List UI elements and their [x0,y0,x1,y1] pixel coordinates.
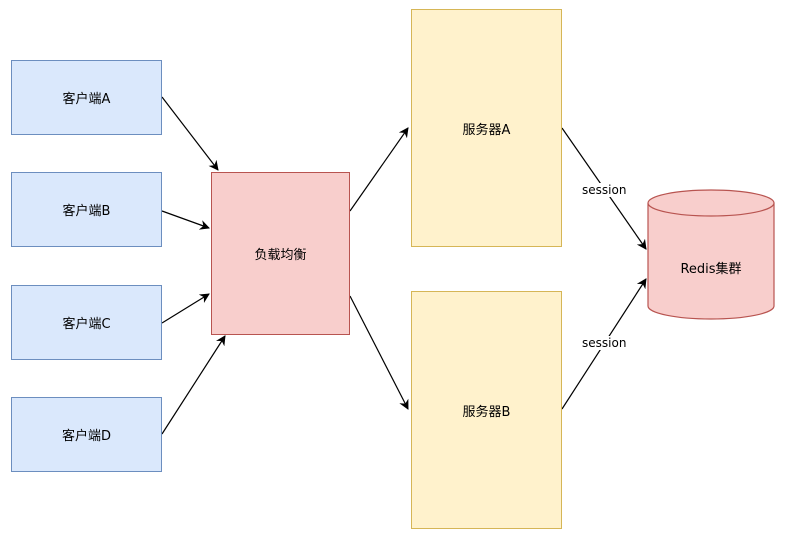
client-a-label: 客户端A [62,92,111,107]
client-d-label: 客户端D [61,429,111,444]
redis-cluster-label: Redis集群 [680,262,742,277]
redis-cylinder [647,189,775,320]
client-d-node[interactable]: 客户端D [11,397,162,472]
session-label-b: session [581,336,628,350]
edge-client-b-to-lb [161,210,210,230]
client-b-label: 客户端B [62,204,111,219]
client-c-node[interactable]: 客户端C [11,285,162,360]
client-a-node[interactable]: 客户端A [11,60,162,135]
edge-client-a-to-lb [161,96,219,171]
server-b-node[interactable]: 服务器B [411,291,562,529]
client-b-node[interactable]: 客户端B [11,172,162,247]
edge-client-d-to-lb [161,335,226,435]
edge-client-c-to-lb [161,293,210,324]
server-b-label: 服务器B [462,404,511,420]
server-a-label: 服务器A [462,122,511,138]
session-label-a: session [581,183,628,197]
load-balancer-node[interactable]: 负载均衡 [211,172,350,335]
client-c-label: 客户端C [62,317,111,332]
redis-cluster-label-box[interactable]: Redis集群 [648,216,774,319]
load-balancer-label: 负载均衡 [254,248,307,263]
edge-lb-to-server-b [349,295,409,410]
edge-lb-to-server-a [349,127,409,212]
server-a-node[interactable]: 服务器A [411,9,562,247]
